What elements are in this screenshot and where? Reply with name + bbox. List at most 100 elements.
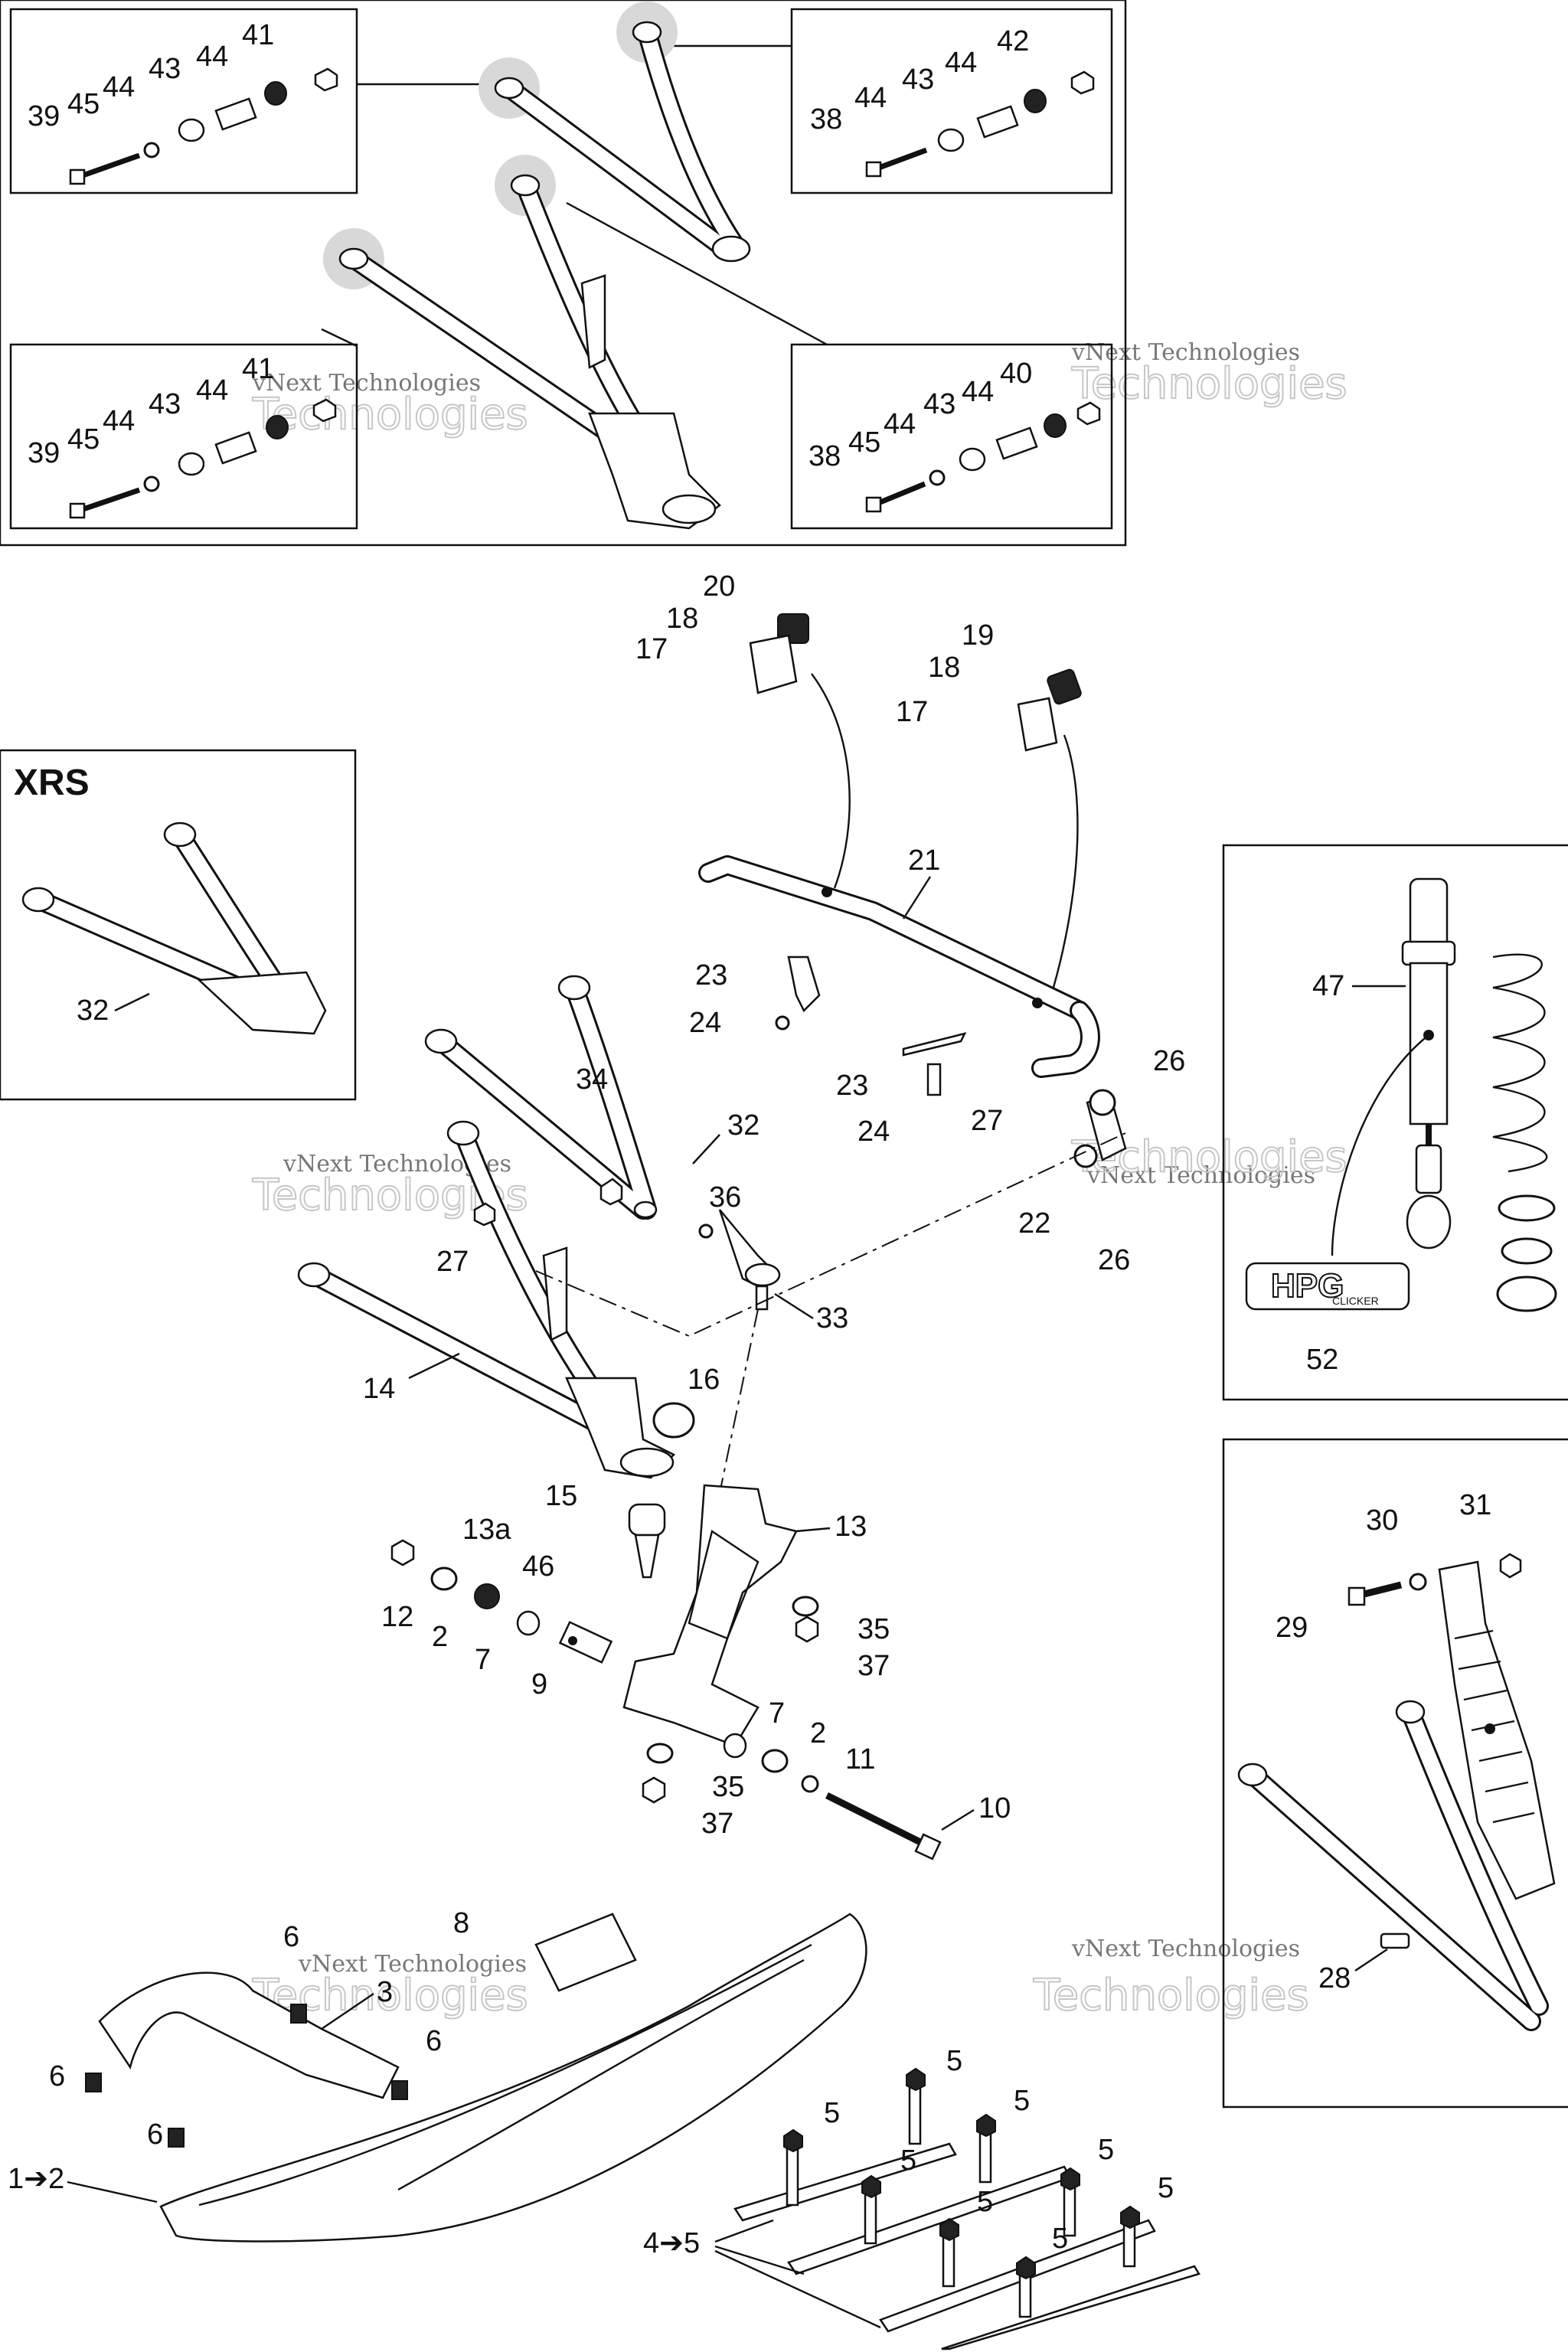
leader-line xyxy=(408,1352,460,1380)
callout-label: 13 xyxy=(835,1511,867,1543)
bolt xyxy=(85,2073,102,2092)
decal-logo: HPG xyxy=(1271,1267,1344,1305)
callout-label: 38 xyxy=(808,440,841,472)
xrs-arm-plate xyxy=(197,971,327,1035)
callout-label: 39 xyxy=(28,100,60,132)
pivot-end xyxy=(1395,1700,1426,1724)
carbide-runner xyxy=(879,2219,1156,2333)
ski-group: 8 6 3 6 6 6 1➔2 xyxy=(8,1907,867,2243)
retaining-ring xyxy=(652,1402,695,1439)
callout-label: 30 xyxy=(1366,1504,1398,1537)
bushing xyxy=(178,118,205,142)
bolt-head xyxy=(914,1833,942,1860)
pivot-end xyxy=(338,247,369,270)
leader-line xyxy=(321,328,358,348)
callout-label: 43 xyxy=(149,388,181,420)
leader-line xyxy=(714,2219,774,2243)
nut xyxy=(473,1202,496,1227)
callout-label: 47 xyxy=(1312,970,1344,1002)
inset-box xyxy=(790,8,1113,194)
top-section: 41 44 43 44 45 39 41 44 43 44 45 39 42 4… xyxy=(0,0,1127,547)
hardware-row xyxy=(69,398,337,519)
bushing-bracket xyxy=(749,634,798,694)
hardware-row xyxy=(865,401,1101,513)
bolt xyxy=(391,2080,408,2100)
callout-label: 12 xyxy=(381,1601,413,1633)
callout-label: 17 xyxy=(896,696,928,728)
leader-dot xyxy=(568,1636,577,1645)
washer xyxy=(929,469,946,486)
shock-tab xyxy=(542,1246,568,1341)
pivot-end xyxy=(297,1262,331,1288)
leader-dot xyxy=(1485,1723,1495,1734)
sway-bar-bushing xyxy=(1047,668,1082,705)
callout-label: 6 xyxy=(147,2118,163,2151)
bolt-head xyxy=(69,168,86,185)
watermarks: vNext Technologies Technologies vNext Te… xyxy=(251,339,1348,2021)
bolt xyxy=(871,147,928,173)
callout-label: 32 xyxy=(727,1109,760,1142)
inset-box xyxy=(790,343,1113,530)
bolt xyxy=(825,1792,929,1849)
bolt xyxy=(871,481,926,508)
tie-rod-stud xyxy=(755,1285,769,1311)
sway-bar-group: 20 18 17 19 18 17 21 23 24 23 24 27 26 2… xyxy=(635,570,1185,1276)
spindle xyxy=(622,1484,798,1747)
callout-label: 35 xyxy=(712,1771,744,1803)
top-section-frame xyxy=(0,0,1127,547)
callout-label: 35 xyxy=(858,1613,890,1645)
clip xyxy=(787,956,821,1013)
callout-label: 28 xyxy=(1318,1962,1351,1994)
sleeve xyxy=(214,97,257,131)
callout-label: 20 xyxy=(703,570,735,603)
leader-line xyxy=(67,2180,158,2203)
leader-line xyxy=(811,673,851,889)
bushing xyxy=(959,447,986,472)
bolt xyxy=(1357,1581,1403,1599)
callout-label: 36 xyxy=(709,1181,741,1214)
rivet xyxy=(775,1015,790,1031)
nut xyxy=(599,1178,623,1206)
pivot-end xyxy=(494,77,524,100)
callout-label: 44 xyxy=(103,405,135,437)
callout-label: 43 xyxy=(923,388,956,420)
bushing xyxy=(1024,89,1047,113)
callout-label: 27 xyxy=(436,1246,469,1278)
leader-line xyxy=(774,1292,814,1320)
callout-label: 44 xyxy=(962,376,994,408)
ski-body xyxy=(159,1913,867,2243)
callout-label: 3 xyxy=(377,1976,393,2008)
coil-spring xyxy=(1492,953,1548,1173)
nut xyxy=(314,67,338,92)
callout-label: 44 xyxy=(196,374,228,407)
nut xyxy=(1499,1553,1522,1579)
leader-line xyxy=(795,1527,831,1533)
callout-label: 38 xyxy=(810,103,842,136)
nut xyxy=(312,398,337,423)
upper-a-arm-inner xyxy=(501,24,743,253)
watermark-text: vNext Technologies xyxy=(298,1951,527,1978)
runner-stud xyxy=(908,2081,922,2145)
callout-label: 6 xyxy=(49,2060,65,2092)
callout-label: 2 xyxy=(810,1717,826,1749)
callout-label: 52 xyxy=(1306,1344,1338,1376)
xrs-inset: XRS 32 xyxy=(0,749,357,1101)
callout-label: 24 xyxy=(858,1116,890,1148)
shock-body xyxy=(1409,962,1449,1125)
callout-label: 6 xyxy=(426,2025,442,2057)
callout-label: 44 xyxy=(854,82,887,114)
washer xyxy=(761,1749,789,1773)
callout-label: 45 xyxy=(848,426,880,459)
inset-box xyxy=(9,343,358,530)
callout-label: 5 xyxy=(1098,2134,1114,2166)
pivot-end xyxy=(424,1028,458,1054)
callout-label: 7 xyxy=(769,1697,785,1730)
washer xyxy=(430,1566,458,1591)
bushing xyxy=(937,128,965,152)
sway-bar-end-inner xyxy=(1034,1003,1098,1076)
nut xyxy=(1016,2256,1036,2280)
callout-label: 44 xyxy=(884,408,916,440)
ball-joint-end xyxy=(633,1200,658,1219)
callout-label: 5 xyxy=(1158,2172,1174,2204)
spring-seat xyxy=(1498,1194,1556,1222)
